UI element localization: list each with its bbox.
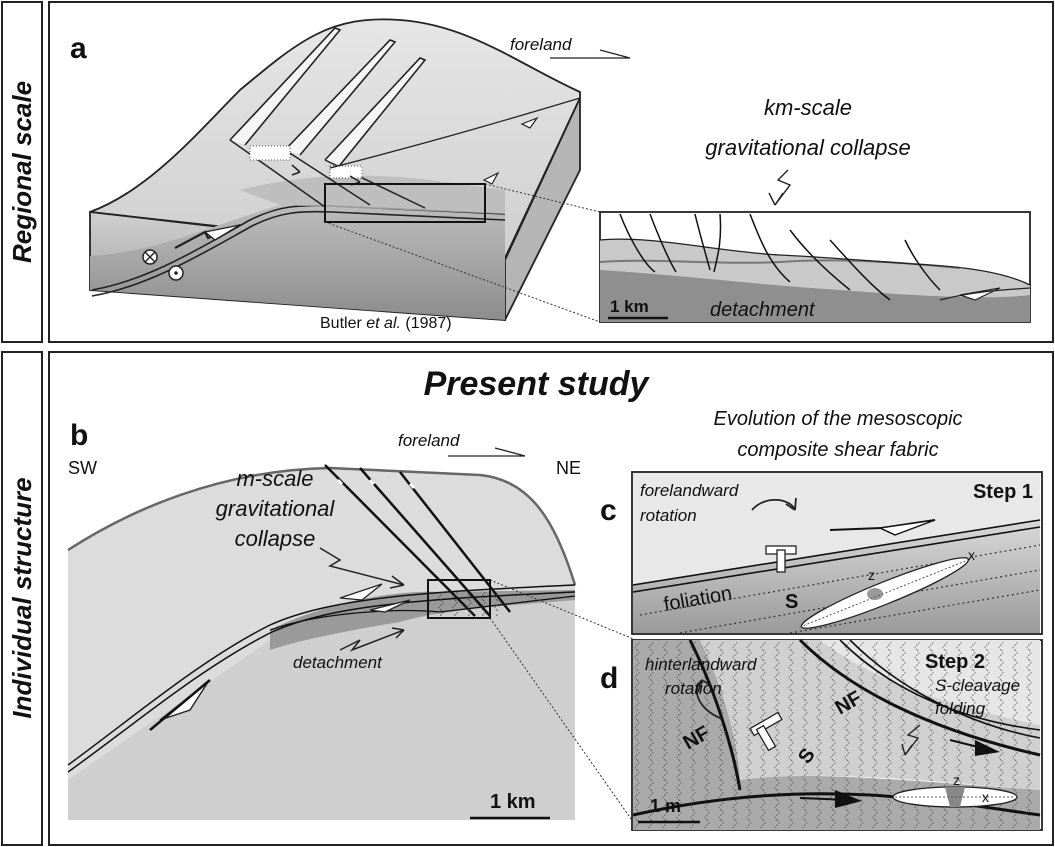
step2-diagram [631, 638, 1043, 831]
collapse-label-a-2: gravitational collapse [705, 135, 910, 160]
s-label-c: S [785, 591, 798, 613]
forelandward-line-1: forelandward [640, 481, 739, 500]
zoom-box-a [324, 183, 486, 223]
detachment-label-b: detachment [293, 653, 383, 672]
side-frame-bottom [1, 351, 43, 846]
zoom-box-b [427, 579, 491, 619]
ne-label: NE [556, 458, 581, 478]
step1-diagram [631, 471, 1043, 635]
x-label-d: x [982, 789, 989, 805]
present-study-title: Present study [424, 365, 651, 403]
step2-label: Step 2 [925, 651, 985, 673]
x-label-c: x [968, 547, 975, 563]
cross-section-b: 1 km [67, 464, 637, 827]
s-cleavage-line-2: folding [935, 699, 986, 718]
panel-letter-c: c [600, 494, 617, 527]
s-cleavage-line-1: S-cleavage [935, 676, 1020, 695]
collapse-label-b-3: collapse [235, 526, 316, 551]
evolution-line-2: composite shear fabric [737, 439, 938, 461]
foreland-label-b: foreland [398, 431, 460, 450]
forelandward-line-2: rotation [640, 506, 697, 525]
block-diagram-a [89, 18, 581, 321]
side-frame-top [1, 1, 43, 343]
evolution-line-1: Evolution of the mesoscopic [713, 408, 962, 430]
foreland-arrow-a [550, 49, 631, 59]
side-label-individual: Individual structure [7, 477, 37, 718]
scale-label-d: 1 m [650, 796, 681, 816]
scale-label-a: 1 km [610, 297, 649, 316]
step1-label: Step 1 [973, 481, 1033, 503]
scale-label-b: 1 km [490, 791, 536, 813]
panel-letter-d: d [600, 662, 618, 695]
foreland-arrow-b [448, 447, 526, 457]
cross-section-inset-a: 1 km detachment [599, 211, 1031, 323]
panel-letter-a: a [70, 32, 87, 65]
side-label-regional: Regional scale [7, 81, 37, 263]
collapse-label-b-1: m-scale [236, 466, 313, 491]
citation: Butler et al. (1987) [320, 315, 452, 332]
z-label-d: z [953, 772, 960, 788]
z-label-c: z [868, 567, 875, 583]
foreland-label-a: foreland [510, 35, 572, 54]
collapse-label-a-1: km-scale [764, 95, 852, 120]
sw-label: SW [68, 458, 97, 478]
detachment-label-a: detachment [710, 299, 816, 321]
hinterlandward-line-1: hinterlandward [645, 655, 757, 674]
hinterlandward-line-2: rotation [665, 679, 722, 698]
collapse-label-b-2: gravitational [216, 496, 336, 521]
panel-letter-b: b [70, 419, 88, 452]
